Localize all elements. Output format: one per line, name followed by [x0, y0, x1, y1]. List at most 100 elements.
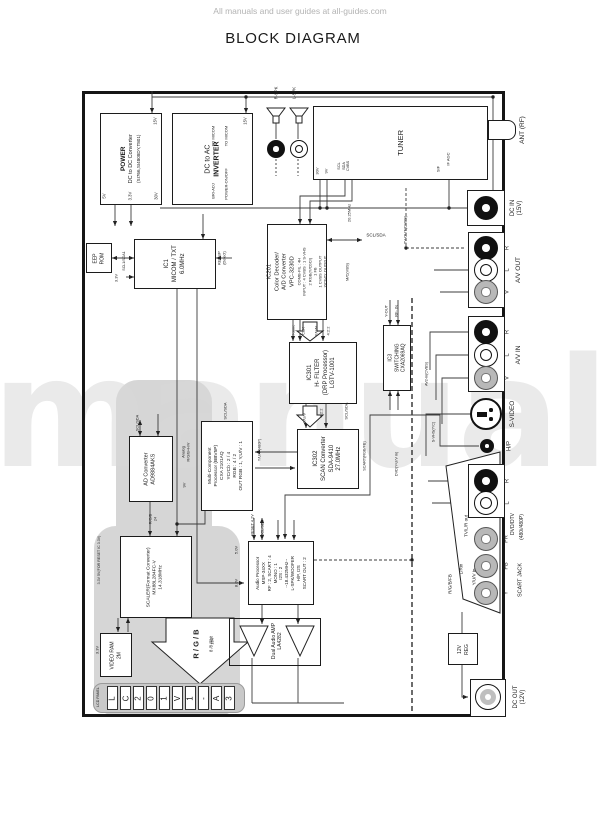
pin-tuner-bus: SCL SDA CVBS: [337, 160, 351, 172]
scart-rgbfb-label: R/G/B/FB: [447, 574, 453, 594]
pin-15v-a: 15V: [152, 117, 158, 125]
arrowhead: [307, 219, 313, 224]
arrowhead: [125, 618, 131, 623]
pin-scl1: SCL1/SDA1: [121, 251, 126, 271]
wire-31: [405, 188, 466, 249]
arrowhead: [200, 234, 206, 239]
arrowhead: [290, 465, 295, 471]
arrowhead: [137, 431, 143, 436]
jack-hole: [481, 287, 491, 297]
inverter-line-1: INVERTER: [213, 141, 221, 177]
pin-pwronoff: POWER-ON/OFF: [223, 168, 229, 200]
scart-lrin-label: L/Rin: [458, 563, 464, 575]
arrowhead: [129, 255, 134, 261]
vram-line-1: 2M: [116, 651, 122, 659]
jack-hole: [481, 588, 491, 598]
dc-out-jack: [475, 684, 501, 710]
junction-dot-1: [491, 95, 495, 99]
ic301-line-3: LGTV-1001: [330, 357, 337, 389]
sig-clk: CLK: [300, 327, 306, 335]
arrowhead: [259, 518, 265, 523]
pin-audio-5v: 5.0V: [233, 545, 239, 555]
headphone-jack: [480, 439, 494, 453]
speaker-r-box: [272, 115, 280, 124]
lcd-cell-4: 1: [159, 686, 170, 710]
scaler-line-2: 14.318MHz: [159, 564, 165, 590]
lcd-cell-1: C: [120, 686, 131, 710]
pin-3v3: 3.3V: [127, 191, 133, 201]
junction-dot-3: [325, 206, 329, 210]
junction-dot-2: [318, 206, 322, 210]
scart-jack-label: SCART JACK: [517, 562, 524, 598]
vram-line-0: VIDEO RAM: [109, 640, 116, 670]
bus-scartrgb: SCART(RGB/FB): [362, 441, 367, 471]
power-line-1: DC to DC Converter: [128, 134, 135, 184]
sig-yuv1: Y/U/V: [313, 325, 319, 337]
dc-out-label: DC OUT (12V): [512, 685, 526, 709]
s-video-label: S-VIDEO: [509, 400, 517, 428]
antenna-stub: [488, 120, 516, 140]
arrowhead: [251, 535, 257, 540]
arrowhead: [137, 420, 143, 425]
ic302-line-2: SDA-9410: [328, 445, 334, 473]
jack-hole: [482, 477, 490, 485]
block-arrow-2: [295, 405, 325, 428]
wire-34: [429, 331, 470, 370]
bus-tvout: TV-OUT(CVBS): [402, 215, 408, 245]
tuner-line-0: TUNER: [395, 130, 405, 156]
sig-hsync: H-sync: [290, 324, 296, 338]
sig-422a: 4:2:2: [325, 326, 331, 336]
pin-audio-scl: SCL/SDA: [260, 519, 265, 537]
arrowhead: [463, 694, 468, 700]
arrowhead: [387, 320, 393, 325]
diagram-border: [82, 91, 505, 717]
bus-av2cvbs: AV2-in(CVBS): [424, 362, 429, 386]
pin-tuner9v: 9V: [323, 168, 329, 174]
spk-r-jack: [267, 140, 285, 158]
pin-vram-3v3: 3.3V: [94, 645, 100, 655]
audio-line-0: Audio Processor: [254, 556, 260, 590]
junction-dot-5: [175, 522, 179, 526]
lcd-letter-2: 2: [133, 695, 143, 701]
ic3-switch-line-0: IC3: [387, 354, 394, 362]
speaker-l-icon: [289, 107, 309, 117]
tvlr-l-label: L: [504, 501, 511, 505]
amp-label: Dual Audio AMP LA4282: [271, 622, 283, 660]
lcd-cell-6: 1: [185, 686, 196, 710]
svideo-pin-1: [489, 417, 493, 421]
avout-label: A/V OUT: [515, 256, 523, 284]
avin-label: A/V IN: [515, 345, 523, 365]
arrowhead: [255, 449, 260, 455]
lcd-cell-3: 0: [146, 686, 157, 710]
arrowhead: [155, 431, 161, 436]
adc-line-1: AD9884AKS: [150, 453, 157, 485]
avout-l-label: L: [504, 268, 511, 272]
jack-hole: [482, 204, 490, 212]
junction-dot-4: [447, 206, 451, 210]
avout-v-jack: [474, 280, 498, 304]
jack-hole: [482, 328, 490, 336]
wire-42: [461, 665, 468, 698]
spk-l-jack: [290, 140, 308, 158]
avout-v-label: V: [504, 289, 511, 295]
arrowhead: [112, 255, 117, 261]
arrowhead: [297, 219, 303, 224]
arrowhead: [128, 221, 134, 226]
pin-30v: 30V: [153, 192, 159, 200]
avout-l-jack: [474, 258, 498, 282]
pr-label: PR: [503, 535, 510, 543]
audio-line-6: L-SPK/WOOFER: [289, 555, 295, 591]
lcd-letter-1: C: [121, 695, 130, 701]
bus-yuv480: Y/U/V (480P): [257, 438, 262, 462]
ic201-line-2: A/D Converter: [281, 253, 288, 291]
